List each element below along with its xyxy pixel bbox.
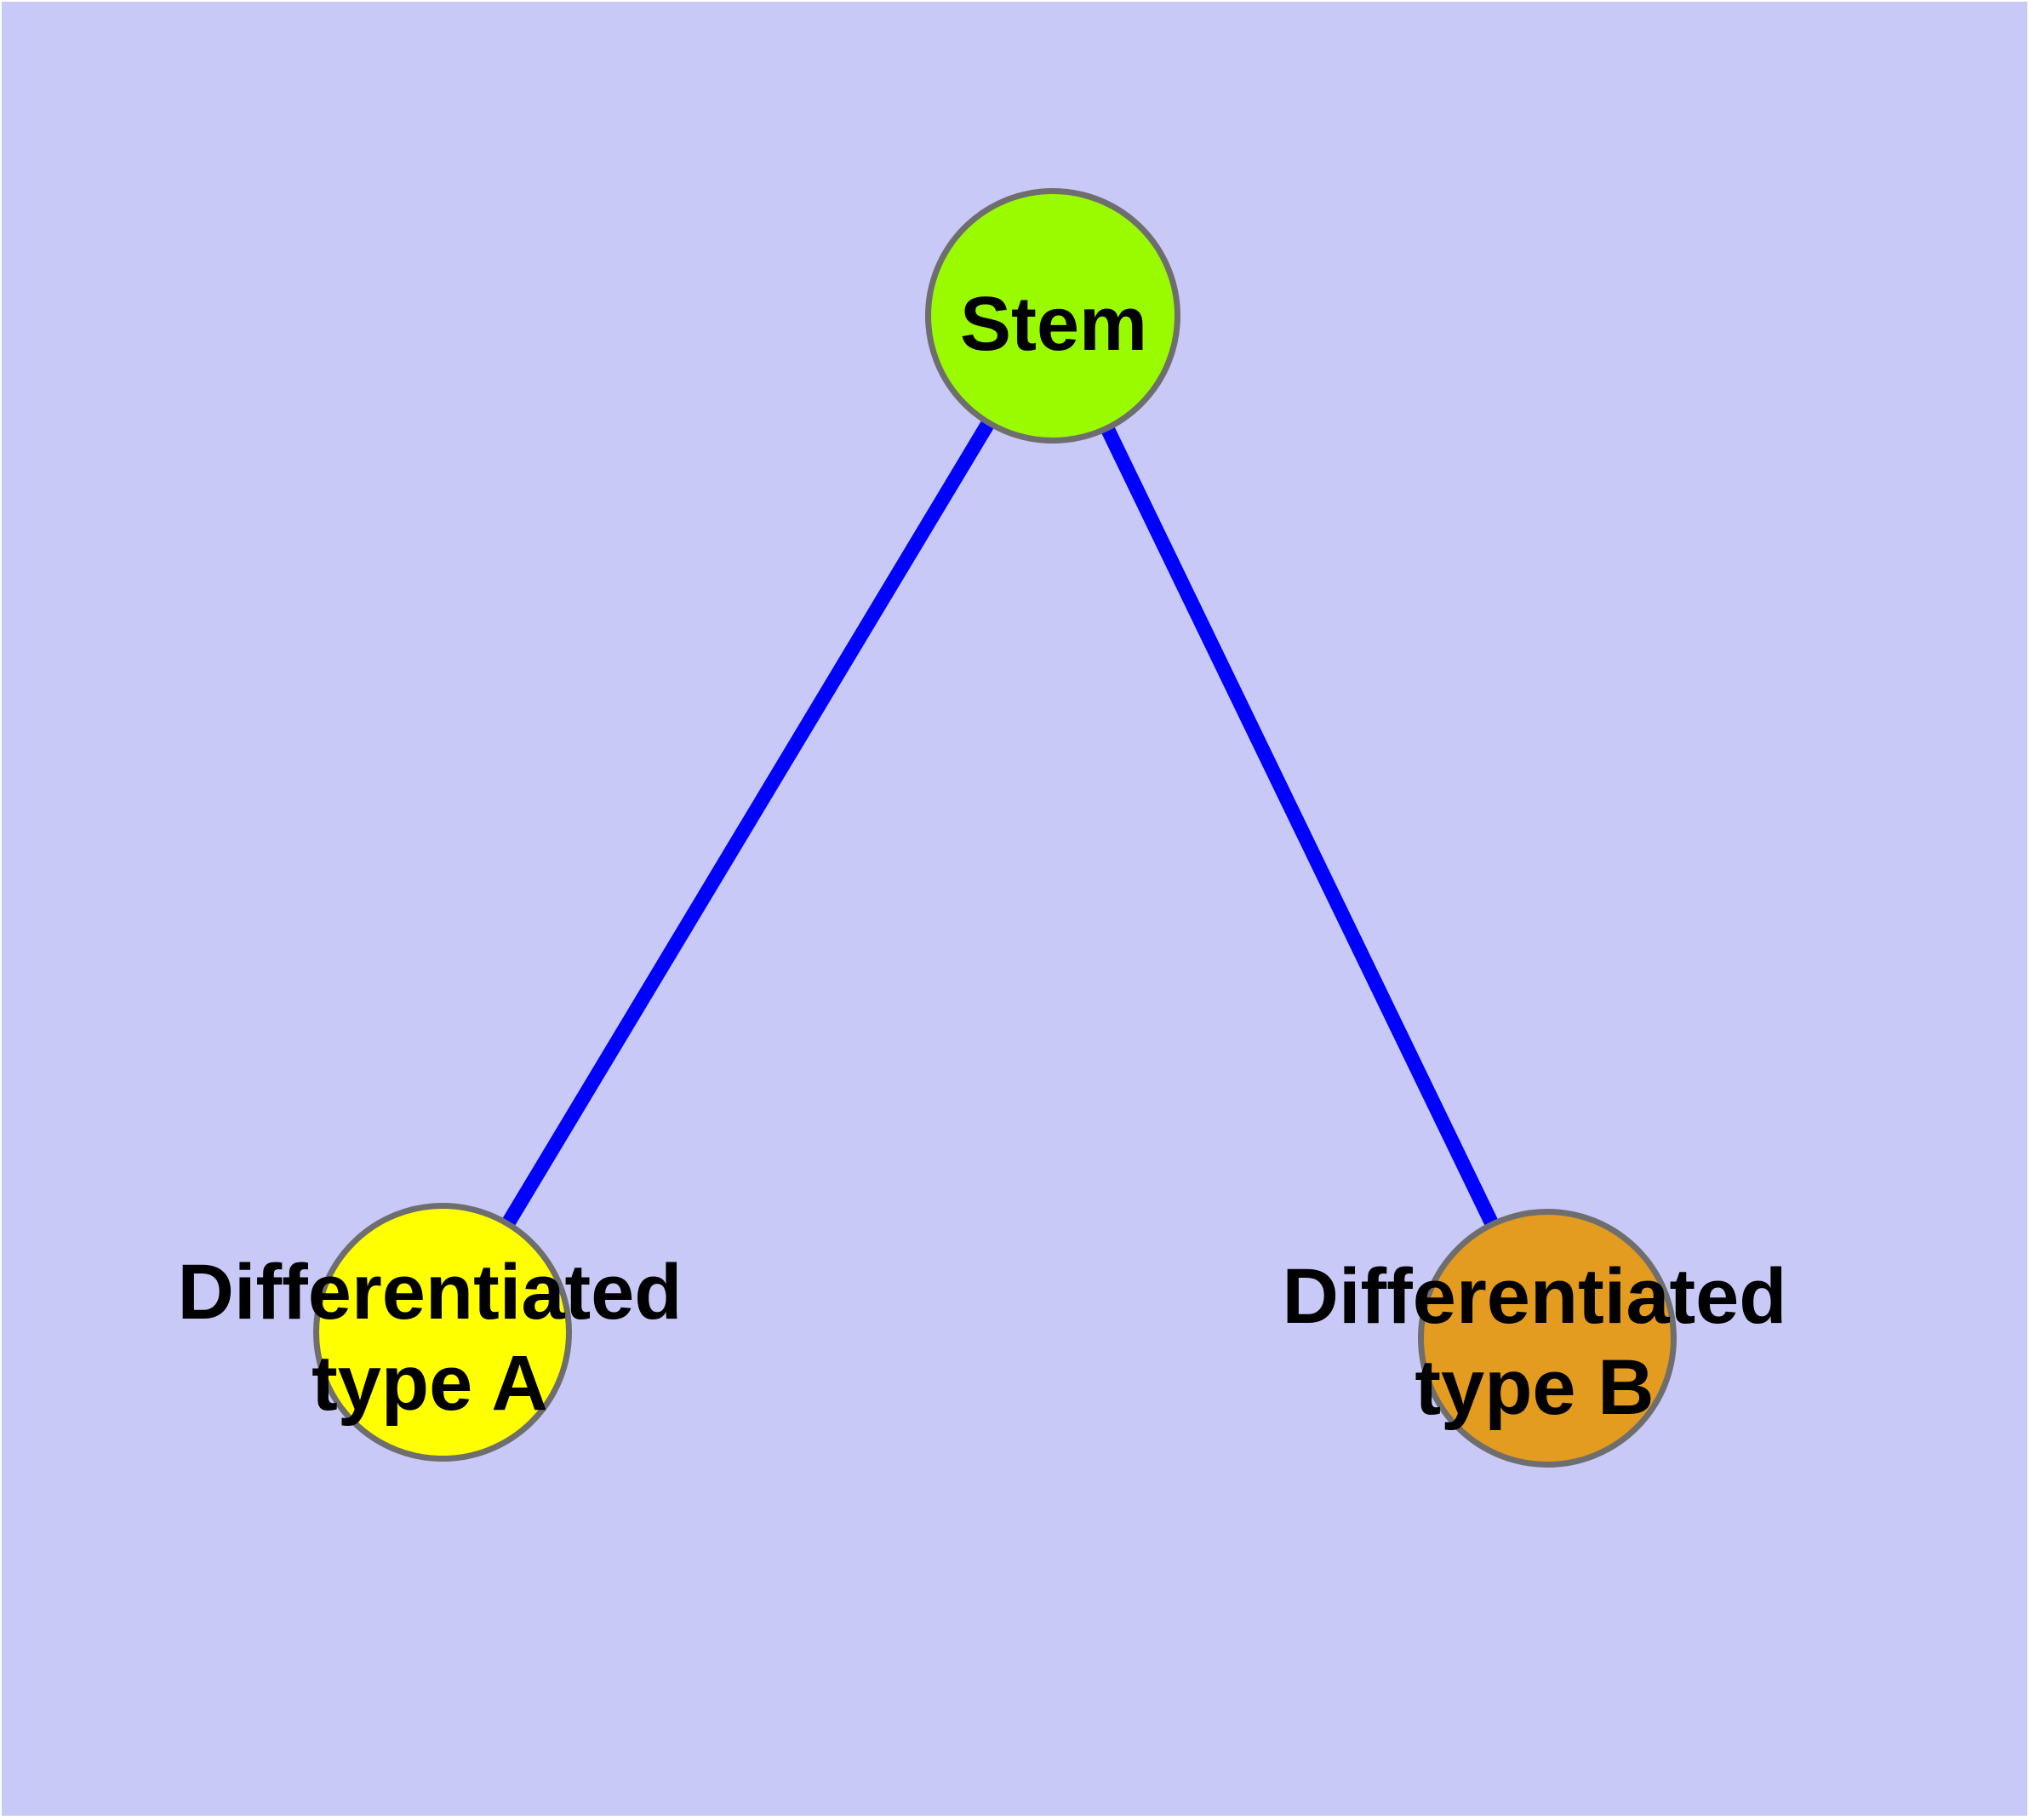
node-label-stem: Stem xyxy=(959,282,1148,367)
node-differentiated-type-b xyxy=(1418,1209,1677,1468)
node-label-differentiated-type-b: Differentiated type B xyxy=(1282,1253,1787,1431)
node-label-differentiated-type-a: Differentiated type A xyxy=(177,1249,683,1427)
edge-stem-to-type-b xyxy=(1046,312,1554,1342)
node-differentiated-type-a xyxy=(313,1203,572,1462)
edge-stem-to-type-a xyxy=(436,312,1060,1336)
node-stem xyxy=(925,188,1180,444)
